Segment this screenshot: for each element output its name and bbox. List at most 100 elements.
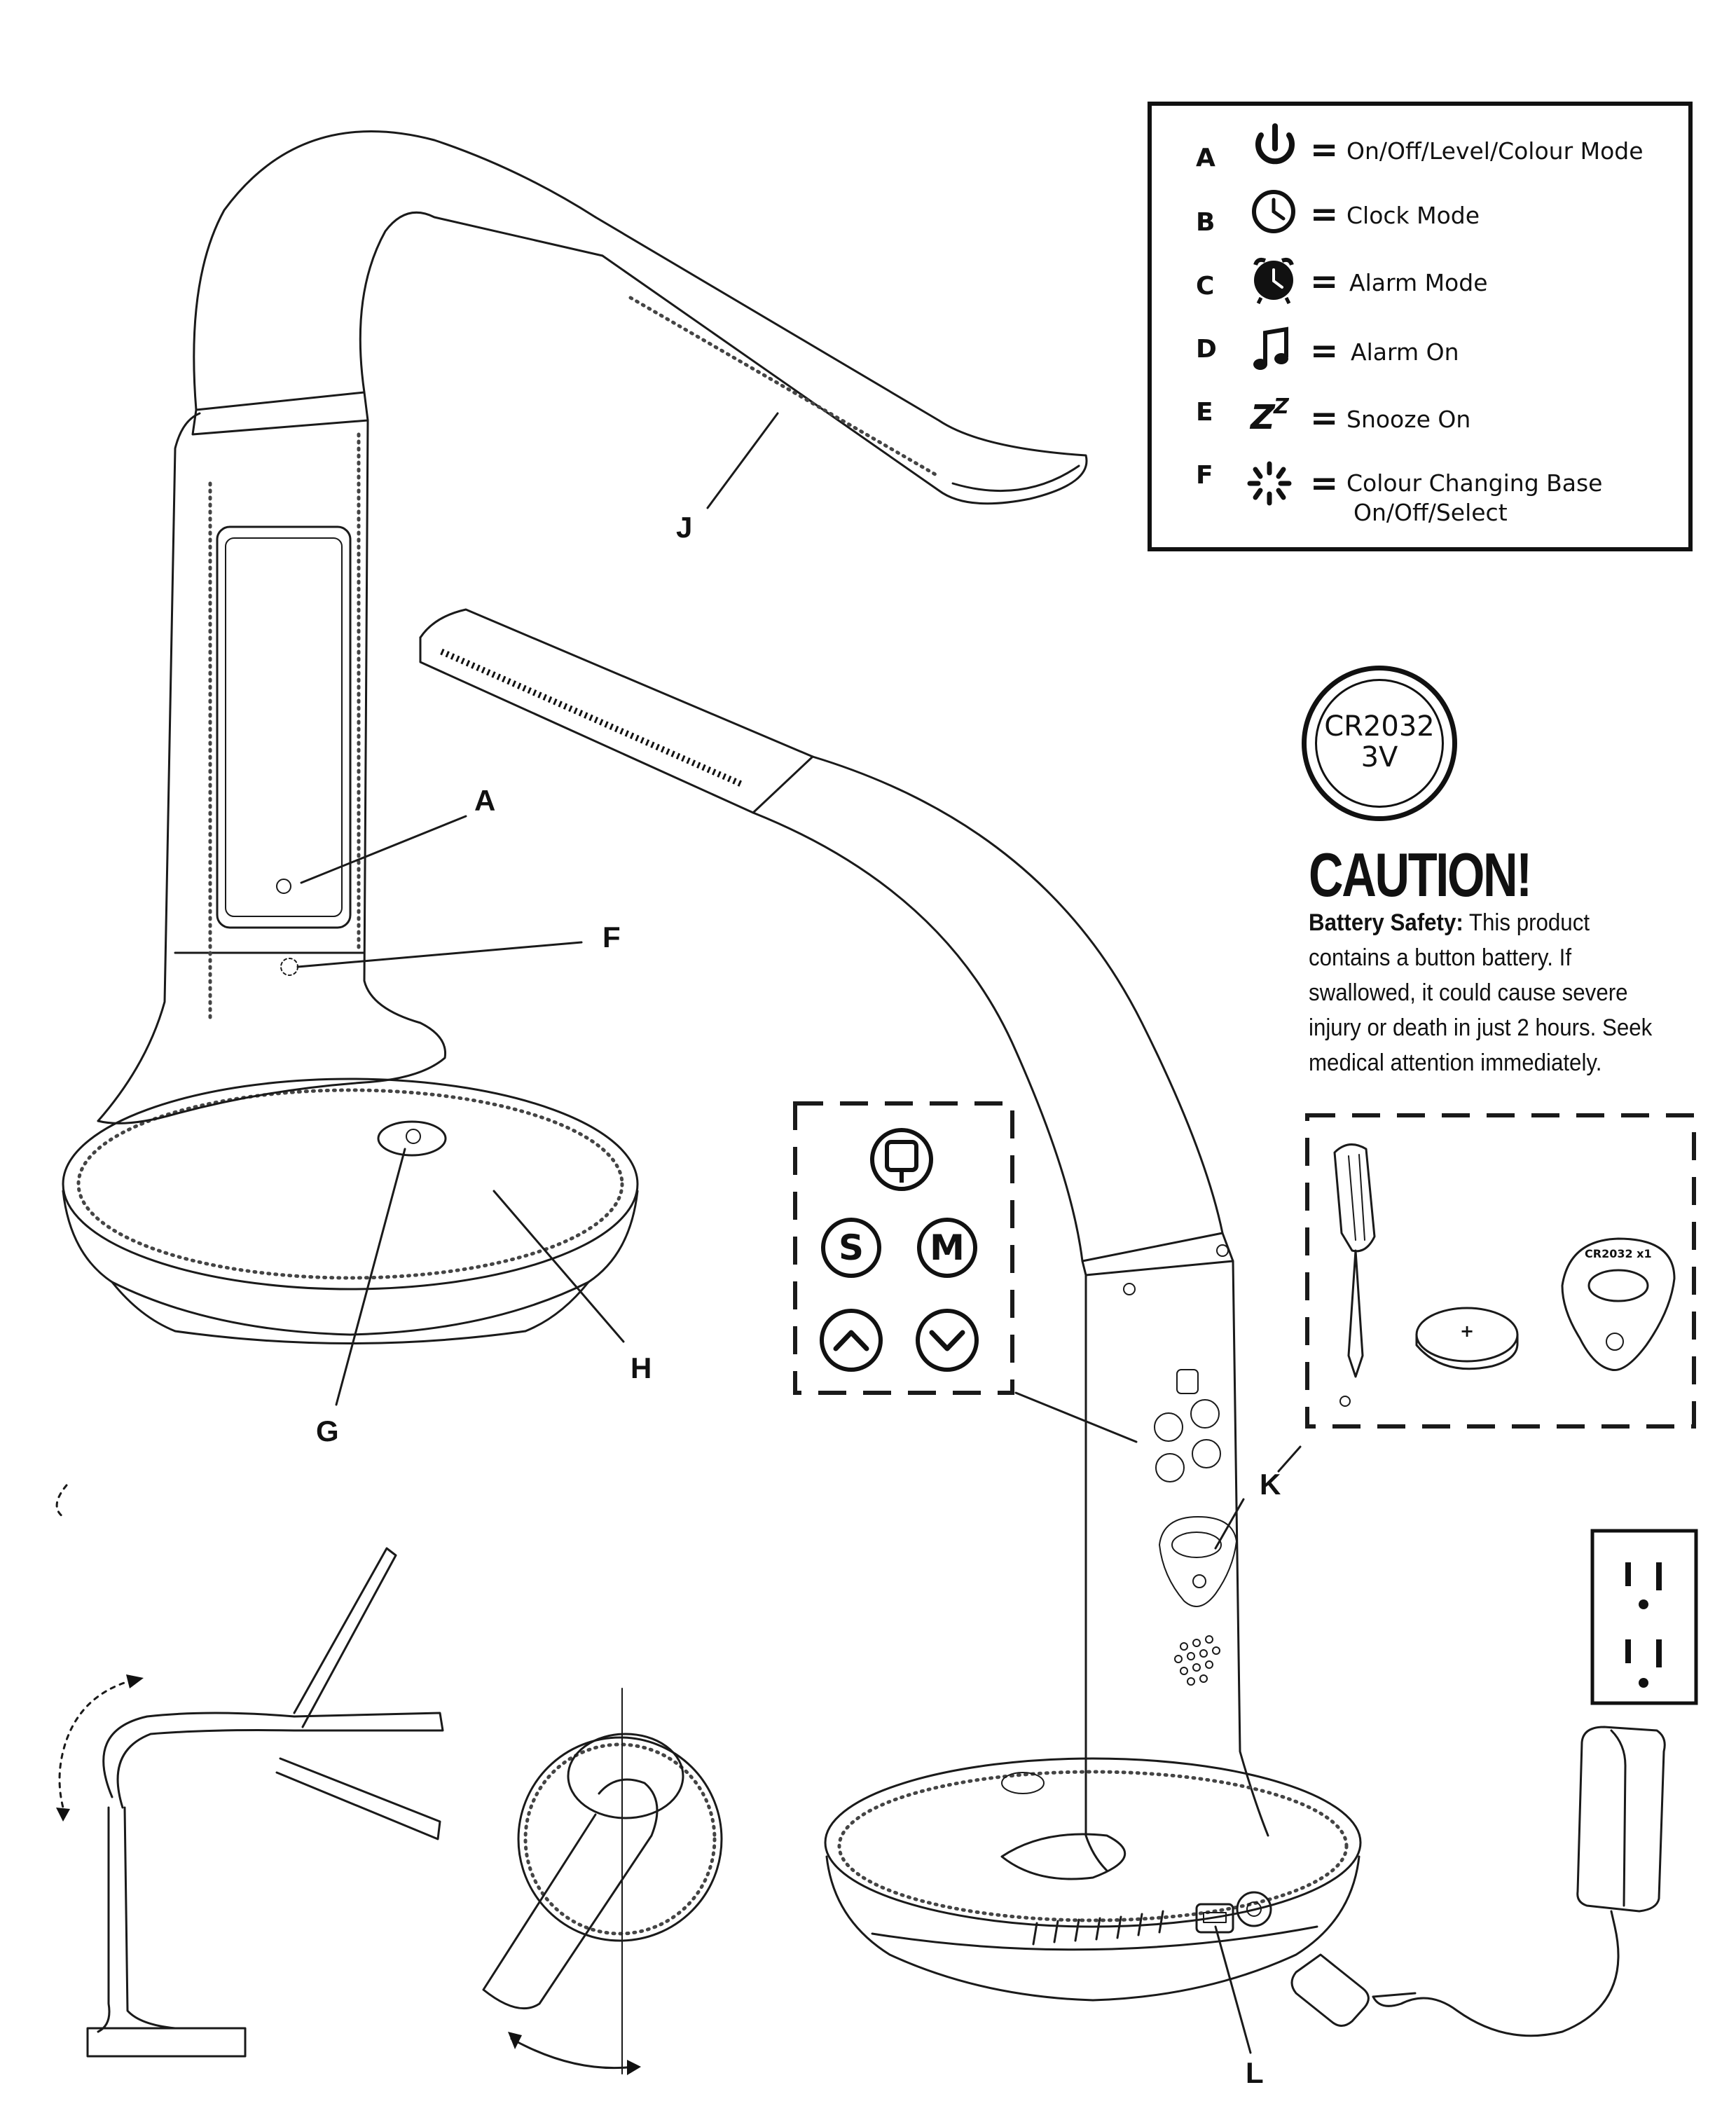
lamp-side-arm-seam	[752, 755, 814, 814]
lamp-side-view	[419, 608, 1362, 2002]
alarm-clock-icon	[1253, 257, 1294, 305]
caution-lead: Battery Safety:	[1309, 909, 1463, 936]
lamp-front-base-ring-right	[524, 1281, 590, 1333]
lamp-front-display-inner	[225, 537, 343, 917]
lamp-side-base-top	[824, 1757, 1362, 1928]
lamp-front-head	[594, 216, 1088, 505]
clock-icon	[1252, 190, 1295, 233]
rotation-arrow-head-left	[508, 2032, 522, 2049]
lamp-front-column-left	[97, 412, 201, 1122]
tilt-rotation-arrow	[58, 1679, 135, 1809]
lamp-front-column-right	[97, 419, 447, 1124]
legend-text-e: Snooze On	[1346, 406, 1471, 433]
keypad-up-key	[820, 1309, 883, 1372]
keypad-detail-box	[793, 1101, 1014, 1395]
callout-k: K	[1260, 1468, 1281, 1501]
usb-port	[1195, 1903, 1234, 1934]
tilt-head-down	[275, 1757, 441, 1840]
legend-text-b: Clock Mode	[1346, 202, 1480, 229]
legend-icons: Z Z	[1247, 123, 1295, 506]
legend-text-c: Alarm Mode	[1349, 269, 1488, 296]
tilt-arrow-head-bottom	[56, 1808, 70, 1822]
keypad-clock-key	[870, 1128, 933, 1191]
legend-equals-f: =	[1310, 464, 1339, 503]
lamp-side-base-led-ring	[837, 1770, 1349, 1922]
leader-f	[296, 941, 583, 968]
tilt-arm-inner	[116, 1729, 296, 1809]
tilt-base	[86, 2027, 247, 2058]
callout-f: F	[602, 921, 621, 954]
base-rotation-view	[482, 1688, 723, 2075]
lamp-side-base-recess	[1000, 1833, 1127, 1880]
leader-j	[706, 412, 779, 509]
legend-equals-a: =	[1310, 130, 1339, 170]
rotation-base-outer	[517, 1736, 723, 1942]
lamp-side-key-s	[1154, 1412, 1183, 1442]
lamp-side-base-vents	[1032, 1910, 1164, 1946]
screwdriver-icon	[1333, 1143, 1376, 1407]
battery-cover-label: CR2032 x1	[1585, 1247, 1652, 1260]
rotation-base-recess	[567, 1733, 684, 1819]
lamp-side-column-left	[1084, 1274, 1108, 1872]
legend-text-d: Alarm On	[1351, 338, 1459, 366]
dc-power-jack	[1236, 1891, 1272, 1927]
lamp-side-collar	[1081, 1232, 1234, 1276]
lamp-side-key-clock	[1176, 1369, 1199, 1394]
caution-body: Battery Safety: This product contains a …	[1309, 905, 1669, 1080]
legend-letter-a: A	[1196, 144, 1215, 172]
lamp-side-head-bottom	[419, 636, 755, 814]
rotation-arrow	[510, 2037, 635, 2070]
battery-badge-line2: 3V	[1360, 741, 1398, 773]
lamp-side-base-button	[1001, 1772, 1045, 1794]
legend-equals-c: =	[1310, 262, 1339, 301]
callout-j: J	[676, 511, 693, 544]
caution-text: This product contains a button battery. …	[1309, 909, 1653, 1076]
legend-text-f-line2: On/Off/Select	[1353, 499, 1508, 526]
lamp-front-view	[62, 130, 1088, 1344]
lamp-front-base-ring-left	[111, 1281, 177, 1333]
legend-text-a: On/Off/Level/Colour Mode	[1346, 137, 1644, 165]
leader-a	[300, 815, 467, 884]
legend-letter-c: C	[1196, 272, 1215, 301]
tilt-arrow-head-top	[126, 1674, 144, 1688]
lamp-front-base-bottom	[174, 1330, 527, 1344]
dc-power-jack-pin	[1246, 1901, 1262, 1917]
keypad-down-key	[916, 1309, 979, 1372]
lamp-front-collar	[191, 391, 369, 436]
lamp-front-base-top	[62, 1078, 639, 1291]
lamp-front-display-panel	[216, 525, 352, 929]
leader-keypad	[1014, 1391, 1138, 1443]
base-button-g	[377, 1120, 447, 1157]
lamp-side-key-down	[1192, 1439, 1221, 1468]
legend-letter-d: D	[1196, 335, 1217, 364]
lamp-front-colour-icon	[280, 958, 298, 976]
leader-h	[492, 1190, 625, 1343]
legend-equals-e: =	[1310, 399, 1339, 438]
usb-port-slot	[1203, 1912, 1227, 1923]
lamp-side-base-seam	[871, 1925, 1318, 1951]
battery-cover-icon	[1561, 1237, 1676, 1372]
tilt-head-up	[293, 1547, 397, 1728]
legend-box	[1148, 102, 1693, 551]
rotation-arrow-head-right	[627, 2060, 641, 2075]
svg-text:Z: Z	[1273, 394, 1290, 419]
rotation-column	[482, 1778, 659, 2010]
lamp-front-head-tip	[951, 464, 1080, 493]
lamp-front-base-led-ring	[76, 1088, 624, 1280]
lamp-front-arm-inner	[359, 211, 604, 394]
legend-letter-b: B	[1196, 208, 1215, 237]
power-icon	[1255, 123, 1295, 165]
tilt-column-right	[123, 1806, 177, 2030]
callout-leaders	[296, 412, 1302, 2054]
battery-detail-box	[1305, 1113, 1696, 1429]
lamp-side-key-m	[1190, 1399, 1220, 1429]
svg-text:Z: Z	[1249, 398, 1276, 437]
lamp-side-battery-cover	[1159, 1516, 1237, 1607]
lamp-side-arm-inner	[811, 755, 1224, 1234]
battery-badge-line1: CR2032	[1324, 710, 1435, 743]
lamp-side-head-top	[419, 608, 814, 758]
leader-k	[1214, 1498, 1245, 1550]
caution-title: CAUTION!	[1309, 840, 1532, 909]
lamp-side-base-side	[825, 1855, 1360, 2002]
